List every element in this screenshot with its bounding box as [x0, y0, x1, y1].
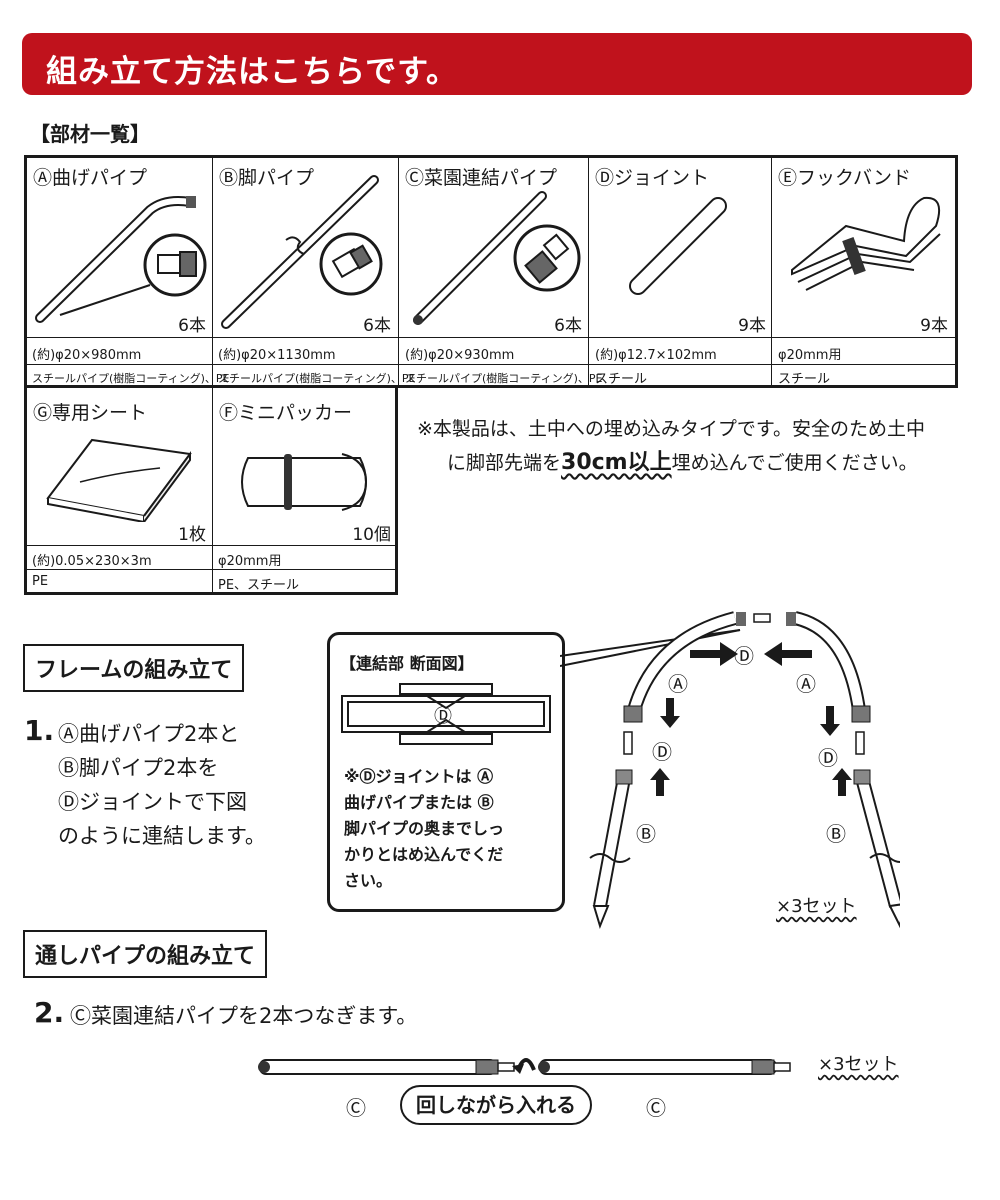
diagram-label-d-right: Ⓓ	[818, 746, 838, 770]
part-spec-b: (約)φ20×1130mm	[218, 348, 336, 363]
part-cell-d	[589, 158, 772, 385]
part-material-b: スチールパイプ(樹脂コーティング)、PE	[218, 372, 416, 385]
part-material-f: PE、スチール	[218, 578, 300, 593]
connecting-pipe-icon	[413, 191, 581, 325]
part-material-g: PE	[32, 574, 49, 589]
sheet-icon	[46, 438, 192, 522]
part-material-d: スチール	[595, 372, 648, 387]
arch-frame-diagram	[560, 611, 900, 930]
cross-section-note-4: かりとはめ込んでくだ	[344, 845, 504, 864]
joint-icon	[629, 197, 727, 295]
part-cell-c	[399, 158, 589, 385]
parts-table-row2	[24, 386, 398, 595]
step1-line4: のように連結します。	[58, 824, 266, 848]
part-material-c: スチールパイプ(樹脂コーティング)、PE	[405, 372, 603, 385]
notice-emphasis: 30cm以上	[561, 450, 672, 475]
cross-section-note-2: 曲げパイプまたは Ⓑ	[344, 793, 494, 812]
parts-table-row1	[24, 155, 958, 388]
part-spec-e: φ20mm用	[778, 348, 842, 363]
part-material-a: スチールパイプ(樹脂コーティング)、PE	[32, 372, 230, 385]
bent-pipe-icon	[35, 196, 207, 323]
row-divider	[27, 337, 955, 338]
part-name-e: Ⓔフックバンド	[778, 167, 912, 189]
part-cell-a	[27, 158, 213, 385]
row-divider	[27, 364, 955, 365]
part-material-e: スチール	[778, 372, 831, 387]
part-name-a: Ⓐ曲げパイプ	[33, 167, 148, 189]
notice-line2: に脚部先端を30cm以上埋め込んでご使用ください。	[447, 444, 918, 476]
part-qty-e: 9本	[920, 316, 948, 336]
pipe-label-c-right: Ⓒ	[646, 1096, 666, 1120]
part-qty-c: 6本	[554, 316, 582, 336]
part-qty-b: 6本	[363, 316, 391, 336]
pipe-label-c-left: Ⓒ	[346, 1096, 366, 1120]
parts-list-heading: 【部材一覧】	[30, 122, 150, 146]
diagram-label-d-left: Ⓓ	[652, 740, 672, 764]
part-qty-d: 9本	[738, 316, 766, 336]
cross-section-note-5: さい。	[344, 871, 393, 890]
diagram-label-b-right: Ⓑ	[826, 822, 846, 846]
row-divider	[27, 569, 395, 570]
part-spec-d: (約)φ12.7×102mm	[595, 348, 717, 363]
step1-line3: Ⓓジョイントで下図	[58, 790, 247, 814]
step1-number: 1.	[24, 714, 55, 747]
row-divider	[27, 545, 395, 546]
leg-pipe-icon	[221, 175, 383, 329]
joint-cross-section-diagram	[341, 683, 551, 745]
part-cell-b	[213, 158, 399, 385]
part-spec-f: φ20mm用	[218, 554, 282, 569]
part-cell-g	[27, 386, 213, 592]
diagram-label-b-left: Ⓑ	[636, 822, 656, 846]
notice-line2-a: に脚部先端を	[447, 452, 562, 474]
part-name-c: Ⓒ菜園連結パイプ	[405, 167, 558, 189]
diagram-label-d-top: Ⓓ	[734, 644, 754, 668]
diagram-label-a-right: Ⓐ	[796, 672, 816, 696]
cross-section-note-3: 脚パイプの奥までしっ	[344, 819, 505, 838]
part-qty-f: 10個	[352, 525, 391, 545]
part-name-d: Ⓓジョイント	[595, 167, 710, 189]
step2-number: 2.	[34, 996, 65, 1029]
cross-section-joint-label: Ⓓ	[434, 706, 452, 727]
frame-sets-count: ×3セット	[776, 896, 857, 917]
cross-section-box	[327, 632, 565, 912]
part-qty-g: 1枚	[178, 525, 206, 545]
mini-packer-icon	[241, 453, 368, 511]
frame-section-title: フレームの組み立て	[23, 644, 245, 692]
step1-line2: Ⓑ脚パイプ2本を	[58, 756, 219, 780]
step2-line: Ⓒ菜園連結パイプを2本つなぎます。	[70, 1004, 418, 1028]
part-name-b: Ⓑ脚パイプ	[219, 167, 315, 189]
step1-line1: Ⓐ曲げパイプ2本と	[58, 722, 240, 746]
pipe-section-title: 通しパイプの組み立て	[23, 930, 268, 978]
cross-section-note-1: ※Ⓓジョイントは Ⓐ	[344, 767, 494, 786]
connecting-pipes-diagram	[258, 1058, 791, 1075]
rotate-instruction: 回しながら入れる	[400, 1085, 592, 1125]
pipe-sets-count: ×3セット	[818, 1054, 899, 1075]
part-spec-a: (約)φ20×980mm	[32, 348, 142, 363]
part-name-g: Ⓖ専用シート	[33, 402, 148, 424]
diagram-label-a-left: Ⓐ	[668, 672, 688, 696]
notice-line2-c: 埋め込んでご使用ください。	[671, 452, 918, 474]
cross-section-title: 【連結部 断面図】	[340, 654, 474, 673]
part-name-f: Ⓕミニパッカー	[219, 402, 353, 424]
banner-title: 組み立て方法はこちらです。	[46, 54, 458, 90]
part-qty-a: 6本	[178, 316, 206, 336]
hook-band-icon	[791, 196, 941, 291]
notice-line1: ※本製品は、土中への埋め込みタイプです。安全のため土中	[417, 418, 926, 440]
header-banner	[22, 33, 972, 95]
part-spec-c: (約)φ20×930mm	[405, 348, 515, 363]
part-spec-g: (約)0.05×230×3m	[32, 554, 152, 569]
